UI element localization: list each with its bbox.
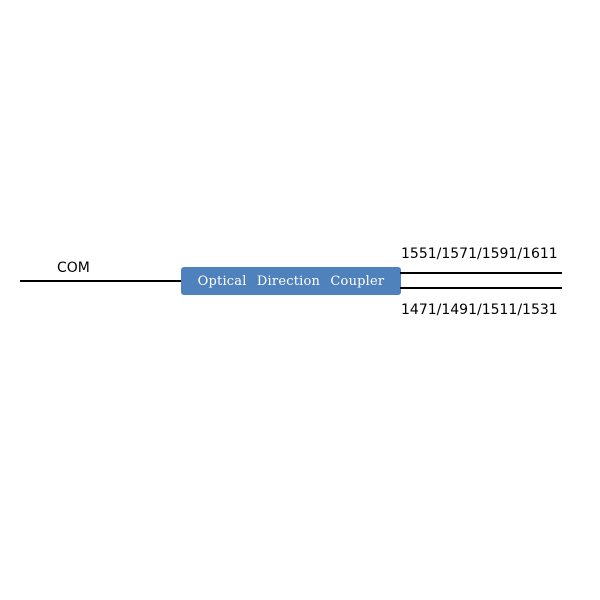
- com-label: COM: [57, 260, 90, 276]
- optical-direction-coupler-box: Optical Direction Coupler: [181, 267, 401, 295]
- upper-port-label: 1551/1571/1591/1611: [401, 246, 558, 262]
- coupler-label: Optical Direction Coupler: [197, 273, 385, 289]
- upper-port-fiber-line: [400, 272, 562, 274]
- com-fiber-line: [20, 280, 182, 282]
- lower-port-fiber-line: [400, 287, 562, 289]
- lower-port-label: 1471/1491/1511/1531: [401, 302, 558, 318]
